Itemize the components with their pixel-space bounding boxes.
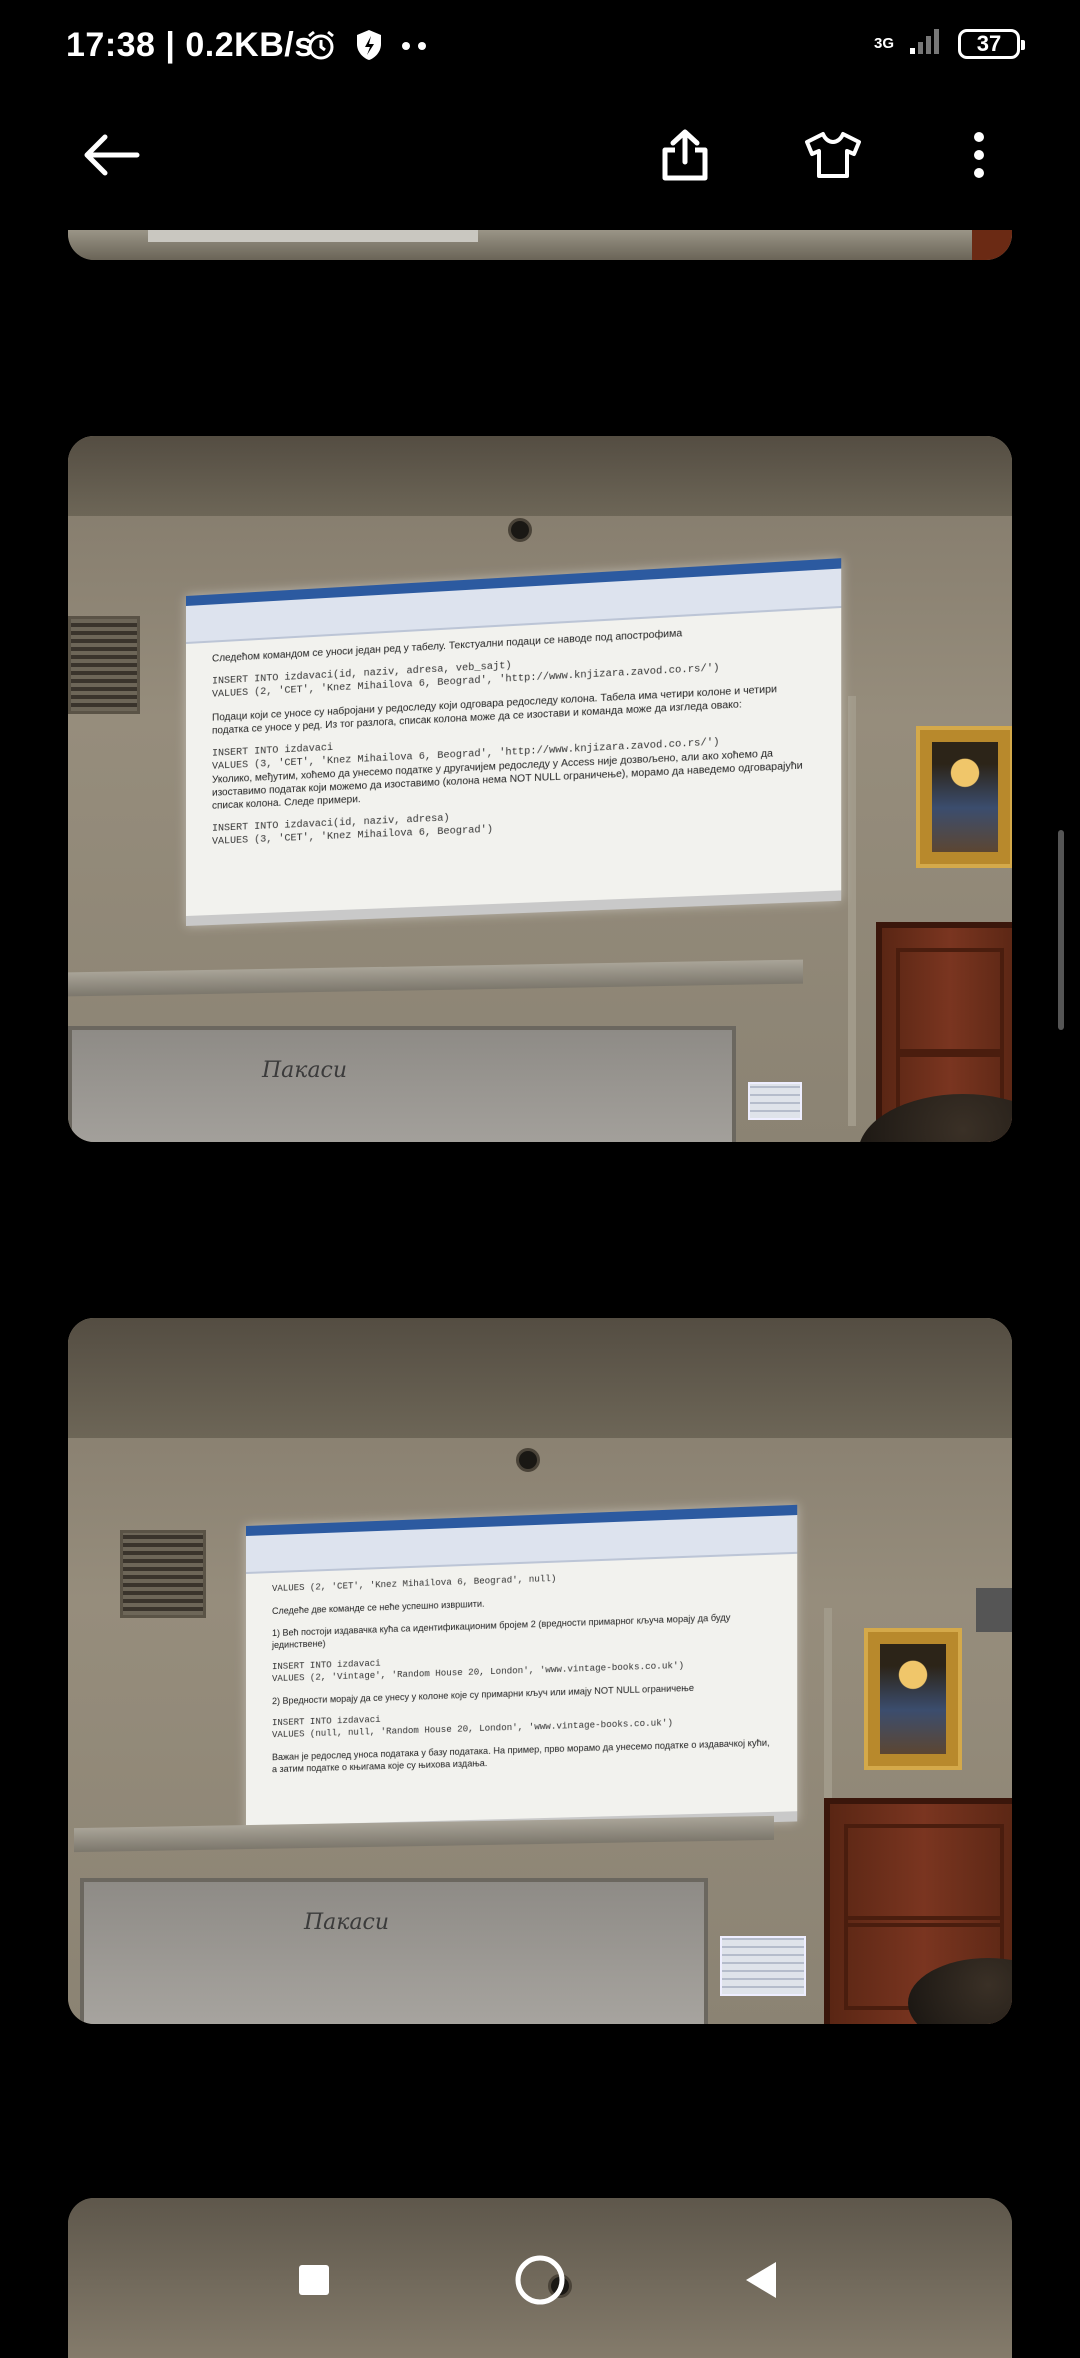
status-bar: 17:38 | 0.2KB/s 3G 37 xyxy=(0,0,1080,100)
document-text: VALUES (2, 'CET', 'Knez Mihailova 6, Beo… xyxy=(246,1554,797,1796)
status-time-and-speed: 17:38 | 0.2KB/s xyxy=(66,26,314,65)
alarm-icon xyxy=(304,28,338,67)
share-button[interactable] xyxy=(652,122,718,188)
orthodox-icon xyxy=(916,726,1012,868)
battery-icon: 37 xyxy=(958,29,1020,59)
ceiling xyxy=(68,1318,1012,1438)
status-right: 3G 37 xyxy=(874,26,1020,61)
ceiling xyxy=(68,436,1012,516)
back-triangle-icon xyxy=(742,2260,778,2300)
partial-door xyxy=(972,230,1012,260)
photo-1[interactable]: Следећом командом се уноси један ред у т… xyxy=(68,436,1012,1142)
wall-panel xyxy=(976,1588,1012,1632)
navigation-bar xyxy=(0,2220,1080,2340)
more-options-button[interactable] xyxy=(946,122,1012,188)
home-circle-icon xyxy=(513,2253,567,2307)
wall-vent xyxy=(68,616,140,714)
wall-vent xyxy=(120,1530,206,1618)
smoke-sensor xyxy=(516,1448,540,1472)
doc-paragraph: 2) Вредности морају да се унесу у колоне… xyxy=(272,1679,770,1707)
whiteboard: Пакаси xyxy=(68,1026,736,1142)
recents-square-icon xyxy=(297,2263,331,2297)
board-writing: Пакаси xyxy=(304,1910,389,1935)
posted-paper xyxy=(720,1936,806,1996)
door-frame xyxy=(848,696,856,1126)
whiteboard: Пакаси xyxy=(80,1878,708,2024)
back-arrow-icon xyxy=(81,132,141,178)
doc-paragraph: 1) Већ постоји издавачка кућа са идентиф… xyxy=(272,1610,770,1651)
orthodox-icon xyxy=(864,1628,962,1770)
projection-screen: Следећом командом се уноси један ред у т… xyxy=(186,558,841,926)
smoke-sensor xyxy=(508,518,532,542)
network-speed: 0.2KB/s xyxy=(185,26,313,64)
saint-figure xyxy=(880,1644,946,1754)
home-button[interactable] xyxy=(510,2250,570,2310)
partial-shelf xyxy=(148,230,478,242)
posted-paper xyxy=(748,1082,802,1120)
photo-2[interactable]: VALUES (2, 'CET', 'Knez Mihailova 6, Beo… xyxy=(68,1318,1012,2024)
scrollbar[interactable] xyxy=(1058,830,1064,1030)
share-icon xyxy=(659,128,711,182)
projection-screen: VALUES (2, 'CET', 'Knez Mihailova 6, Beo… xyxy=(246,1505,797,1836)
more-vert-icon xyxy=(972,130,986,180)
saint-figure xyxy=(932,742,998,852)
back-button[interactable] xyxy=(78,122,144,188)
network-type: 3G xyxy=(874,36,894,52)
signal-icon xyxy=(908,26,944,61)
nav-back-button[interactable] xyxy=(730,2250,790,2310)
photo-partial-top[interactable] xyxy=(68,230,1012,260)
more-dots-icon xyxy=(400,39,430,57)
notification-icons xyxy=(304,28,430,67)
battery-level: 37 xyxy=(977,31,1001,57)
tshirt-icon xyxy=(803,130,863,180)
status-time: 17:38 xyxy=(66,26,155,64)
shield-bolt-icon xyxy=(354,28,384,67)
app-bar xyxy=(0,100,1080,210)
status-separator: | xyxy=(165,26,175,64)
doc-paragraph: Важан је редослед уноса података у базу … xyxy=(272,1736,770,1775)
document-text: Следећом командом се уноси један ред у т… xyxy=(186,608,841,860)
board-writing: Пакаси xyxy=(262,1058,347,1083)
recents-button[interactable] xyxy=(284,2250,344,2310)
outfit-button[interactable] xyxy=(800,122,866,188)
